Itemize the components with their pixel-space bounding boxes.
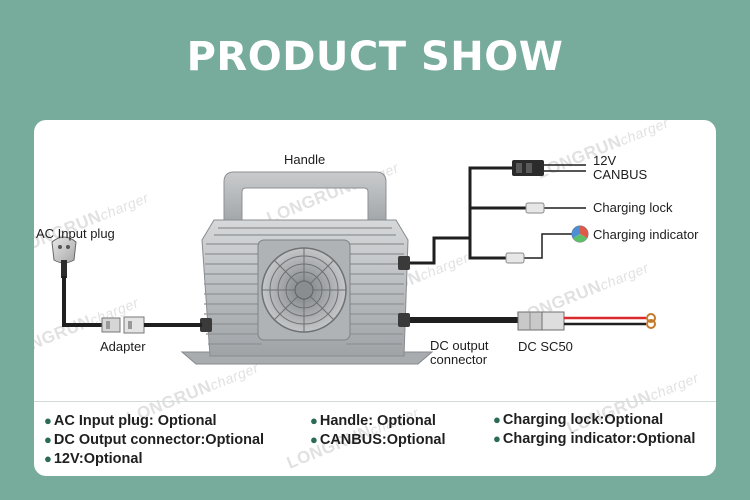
input-gland (200, 318, 212, 332)
divider (34, 401, 716, 402)
ac-input-plug (51, 236, 77, 278)
output-gland (398, 313, 410, 327)
page-title: PRODUCT SHOW (186, 34, 564, 80)
dc-leads (564, 316, 646, 326)
canbus-gland (398, 256, 410, 270)
handle-label: Handle (284, 152, 326, 167)
charging-indicator (571, 225, 589, 243)
dc-output-label-line2: connector (430, 352, 488, 367)
canbus-label-line2: CANBUS (593, 167, 648, 182)
dc-output-label-line1: DC output (430, 338, 489, 353)
bullet-icon: ● (493, 431, 501, 446)
bullet-icon: ● (493, 412, 501, 427)
bullet-icon: ● (310, 413, 318, 428)
product-card: LONGRUNcharger LONGRUNcharger LONGRUNcha… (34, 120, 716, 476)
dc-sc50-label: DC SC50 (518, 339, 573, 354)
adapter-label: Adapter (100, 339, 146, 354)
option-dc-output-connector: ●DC Output connector:Optional (44, 432, 265, 448)
signal-cables (410, 166, 526, 265)
cooling-fan (257, 239, 351, 341)
ring-terminals (646, 313, 656, 329)
option-charging-indicator: ●Charging indicator:Optional (493, 431, 696, 447)
bullet-icon: ● (44, 413, 52, 428)
adapter (101, 316, 145, 334)
canbus-connector (512, 160, 544, 176)
option-12v: ●12V:Optional (44, 451, 143, 467)
option-ac-input-plug: ●AC Input plug: Optional (44, 413, 217, 429)
charging-lock-label: Charging lock (593, 200, 673, 215)
ac-cable (62, 276, 102, 327)
sc50-connector (517, 311, 565, 331)
option-charging-lock: ●Charging lock:Optional (493, 412, 664, 428)
bullet-icon: ● (44, 451, 52, 466)
ac-input-plug-label: AC Input plug (36, 226, 115, 241)
option-canbus: ●CANBUS:Optional (310, 432, 446, 448)
charging-indicator-label: Charging indicator (593, 227, 699, 242)
charger-diagram (51, 160, 656, 365)
bullet-icon: ● (310, 432, 318, 447)
option-handle: ●Handle: Optional (310, 413, 436, 429)
indicator-connector (505, 252, 525, 264)
canbus-label-line1: 12V (593, 153, 617, 168)
handle (223, 171, 387, 223)
charging-lock-connector (525, 202, 545, 214)
bullet-icon: ● (44, 432, 52, 447)
